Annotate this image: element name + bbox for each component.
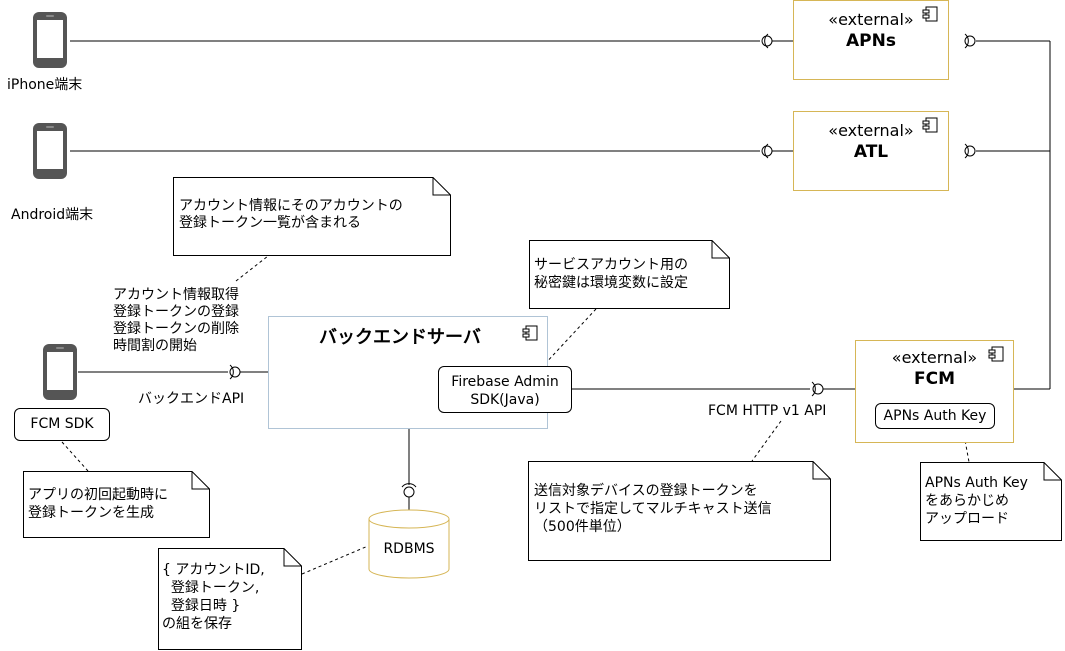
sdk-line-2: SDK(Java) (470, 392, 540, 408)
note-db-line-2: 登録トークン, (162, 580, 260, 596)
note-auth-key-line-3: アップロード (925, 511, 1009, 527)
apns-stereotype: «external» (828, 10, 914, 29)
client-device (42, 343, 78, 401)
note-multicast-line-1: 送信対象デバイスの登録トークンを (534, 483, 758, 499)
apns-name: APNs (846, 31, 896, 51)
rdbms-database (368, 509, 450, 579)
android-label: Android端末 (11, 207, 94, 223)
fcm-stereotype: «external» (891, 348, 978, 367)
fcm-sdk-label: FCM SDK (30, 416, 94, 432)
note-auth-key: APNs Auth Key をあらかじめ アップロード (920, 462, 1062, 541)
component-icon (922, 117, 938, 133)
fcm-sdk-box: FCM SDK (14, 408, 110, 441)
note-first-launch-line-2: 登録トークンを生成 (28, 505, 154, 521)
iphone-device (32, 11, 68, 69)
component-icon (988, 346, 1004, 362)
backend-op-2: 登録トークンの登録 (113, 304, 239, 320)
backend-api-label: バックエンドAPI (138, 391, 245, 407)
note-db-line-4: の組を保存 (162, 616, 232, 632)
atl-stereotype: «external» (828, 121, 914, 140)
backend-op-1: アカウント情報取得 (113, 287, 239, 303)
component-icon (522, 325, 538, 341)
smartphone-icon (43, 344, 77, 400)
note-auth-key-line-1: APNs Auth Key (925, 475, 1028, 491)
firebase-admin-sdk: Firebase Admin SDK(Java) (438, 366, 572, 413)
backend-op-3: 登録トークンの削除 (113, 321, 239, 337)
note-account: アカウント情報にそのアカウントの 登録トークン一覧が含まれる (173, 177, 451, 256)
note-multicast: 送信対象デバイスの登録トークンを リストで指定してマルチキャスト送信 （500件… (528, 461, 831, 561)
note-multicast-line-2: リストで指定してマルチキャスト送信 (534, 501, 772, 517)
fcm-api-label: FCM HTTP v1 API (708, 403, 827, 419)
note-first-launch-line-1: アプリの初回起動時に (28, 487, 168, 503)
note-first-launch: アプリの初回起動時に 登録トークンを生成 (23, 471, 210, 538)
note-multicast-line-3: （500件単位） (534, 519, 631, 535)
atl-name: ATL (853, 142, 889, 162)
fcm-name: FCM (913, 369, 955, 389)
apns-auth-key-label: APNs Auth Key (883, 408, 987, 424)
note-service-line-1: サービスアカウント用の (534, 257, 688, 273)
rdbms-label: RDBMS (383, 541, 435, 557)
note-auth-key-line-2: をあらかじめ (925, 493, 1009, 509)
smartphone-icon (33, 12, 67, 68)
note-db-line-1: { アカウントID, (162, 562, 265, 578)
sdk-line-1: Firebase Admin (451, 374, 559, 390)
note-service-line-2: 秘密鍵は環境変数に設定 (534, 275, 688, 291)
iphone-label: iPhone端末 (7, 77, 83, 93)
note-db-line-3: 登録日時 } (162, 598, 241, 614)
android-device (32, 122, 68, 180)
note-account-line-2: 登録トークン一覧が含まれる (179, 215, 361, 231)
apns-auth-key-box: APNs Auth Key (875, 403, 995, 429)
note-account-line-1: アカウント情報にそのアカウントの (179, 198, 403, 214)
note-db: { アカウントID, 登録トークン, 登録日時 } の組を保存 (158, 548, 302, 650)
backend-title: バックエンドサーバ (319, 327, 481, 348)
backend-server: バックエンドサーバ (268, 316, 548, 429)
backend-op-4: 時間割の開始 (113, 338, 197, 354)
smartphone-icon (33, 123, 67, 179)
component-icon (922, 6, 938, 22)
note-service-account: サービスアカウント用の 秘密鍵は環境変数に設定 (529, 240, 730, 309)
